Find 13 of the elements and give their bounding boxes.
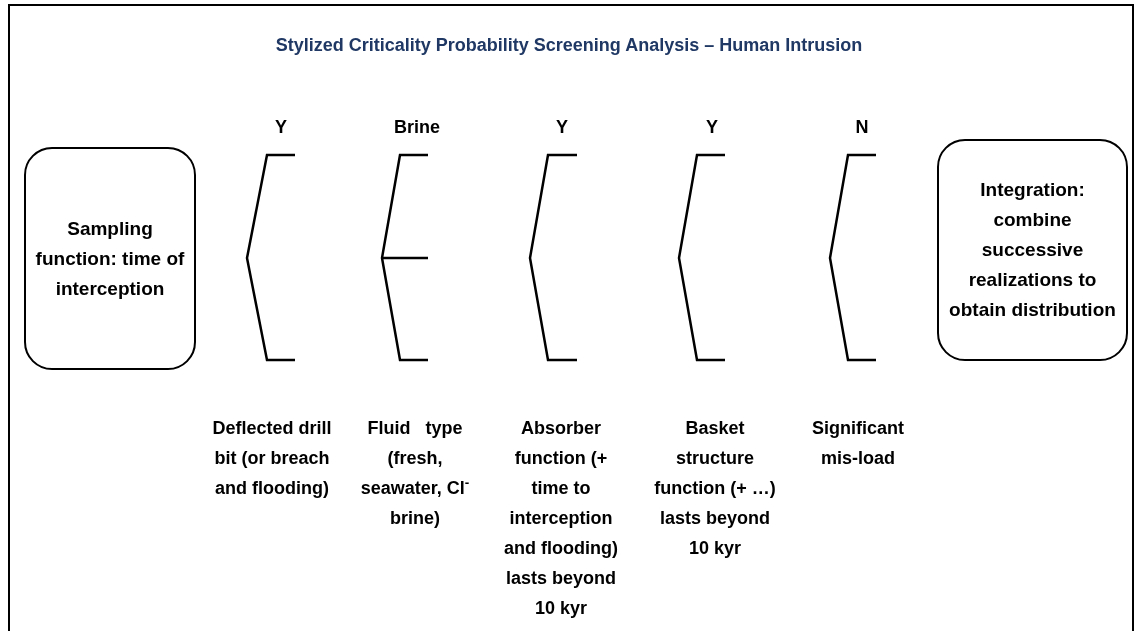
branch-outcome-label: Brine <box>393 116 441 139</box>
event-description: Basket structure function (+ …) lasts beyond 10 kyr <box>653 417 777 560</box>
branch-outcome-label: N <box>854 116 870 139</box>
rounded-box: Integration: combine successive realizations to obtain distribution <box>937 139 1128 361</box>
title: Stylized Criticality Probability Screening Analysis – Human Intrusion <box>274 34 864 57</box>
event-description: Fluid type (fresh, seawater, Cl$^{-}$ brine) <box>359 417 471 530</box>
branch-outcome-label: Y <box>705 116 719 139</box>
event-description: Significant mis-load <box>811 417 905 470</box>
event-description: Absorber function (+ time to interception and flooding) lasts beyond 10 kyr <box>503 417 619 620</box>
event-description: Deflected drill bit (or breach and flooding) <box>211 417 333 500</box>
rounded-box: Sampling function: time of interception <box>24 147 196 370</box>
branch-outcome-label: Y <box>274 116 288 139</box>
branch-outcome-label: Y <box>555 116 569 139</box>
